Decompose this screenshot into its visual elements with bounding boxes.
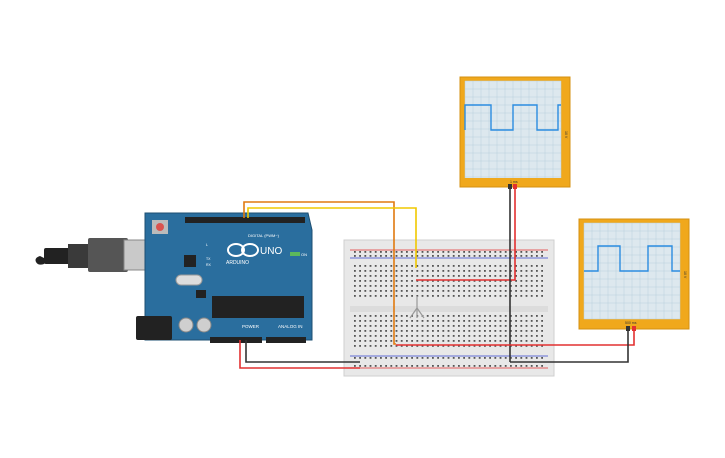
power-jack-icon	[136, 316, 172, 340]
arduino-logo	[227, 243, 259, 257]
l-label: L	[206, 243, 208, 247]
rx-label: RX	[206, 263, 212, 267]
power-label: POWER	[242, 324, 260, 329]
wire-orange	[243, 201, 395, 268]
breadboard[interactable]	[343, 239, 555, 377]
board-brand-text: ARDUINO	[226, 260, 249, 266]
scope-right-time-label: 500 ms	[625, 321, 637, 325]
wires[interactable]	[239, 188, 635, 369]
oscilloscope-top[interactable]: 1 ms 10 V	[459, 76, 571, 189]
wire-yellow	[247, 207, 417, 268]
arduino-uno-board[interactable]: UNO ARDUINO DIGITAL (PWM~) POWER ANALOG …	[35, 212, 313, 343]
wire-red-scope-right	[396, 328, 635, 346]
wire-orange-2	[393, 268, 396, 345]
led-icon	[290, 252, 300, 256]
scope-right-volt-label: 10 V	[683, 271, 687, 279]
atmega-chip	[212, 296, 304, 318]
digital-header	[185, 217, 305, 223]
wire-black-gnd	[245, 340, 360, 363]
scope-top-trace	[464, 104, 561, 131]
wire-red-scope-top	[416, 188, 516, 281]
scope-top-volt-label: 10 V	[564, 131, 568, 139]
scope-right-trace	[584, 245, 680, 272]
scope-top-time-label: 1 ms	[510, 180, 518, 184]
reset-button-icon[interactable]	[152, 220, 168, 234]
on-label: ON	[301, 252, 307, 257]
analog-label: ANALOG IN	[278, 324, 303, 329]
board-model-text: UNO	[260, 246, 282, 257]
breadboard-holes[interactable]	[354, 251, 543, 367]
tx-label: TX	[206, 257, 211, 261]
oscilloscope-right[interactable]: 500 ms 10 V	[578, 218, 690, 331]
component-legs	[409, 296, 425, 319]
digital-label: DIGITAL (PWM~)	[248, 233, 280, 238]
wire-black-scope-right	[510, 328, 629, 363]
wire-red-5v	[239, 340, 360, 369]
